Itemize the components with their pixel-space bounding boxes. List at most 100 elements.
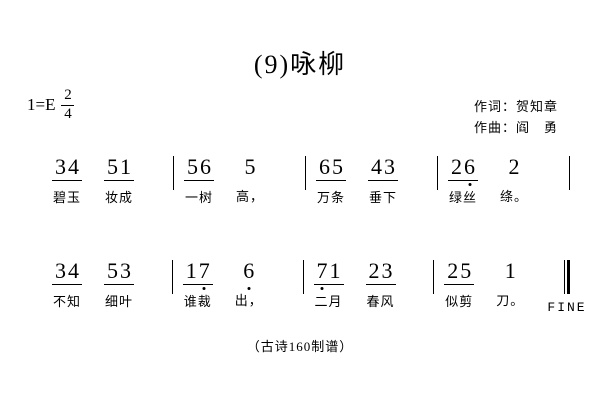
- barline: [433, 260, 435, 294]
- barline: [437, 156, 438, 190]
- barline: [171, 260, 173, 294]
- note-group: 6: [240, 260, 257, 284]
- time-signature: 2 4: [61, 87, 75, 123]
- lyric: 高，: [236, 189, 265, 204]
- lyric: 不知: [52, 294, 81, 309]
- note-digit: 3: [381, 258, 393, 283]
- tonality-label: 1=E: [27, 95, 56, 115]
- note-digit: 5: [107, 258, 118, 283]
- lyric: 万条: [316, 190, 345, 205]
- barline: [302, 260, 304, 294]
- thin-bar: [564, 260, 565, 294]
- lyric: 绦。: [500, 189, 529, 204]
- note-group: 1: [502, 260, 519, 284]
- lyric: 绿丝: [448, 190, 477, 205]
- note-digit: 5: [187, 154, 198, 179]
- fine-label: FINE: [547, 300, 587, 315]
- note-digit: 1: [329, 258, 341, 283]
- note-digit: 1: [185, 258, 197, 283]
- note-digit: 6: [243, 258, 255, 283]
- note-digit: 2: [508, 154, 520, 179]
- credits-block: 作词：贺知章 作曲：阎 勇: [474, 96, 558, 138]
- note-digit: 3: [384, 154, 395, 179]
- lyric: 细叶: [104, 294, 133, 309]
- lyric: 一树: [184, 190, 213, 205]
- song-title: (9)咏柳: [253, 50, 347, 79]
- final-barline: FINE: [547, 260, 585, 315]
- beat: 6 出，: [235, 260, 263, 309]
- note-digit: 1: [120, 154, 131, 179]
- barline: [173, 156, 174, 190]
- note-digit: 2: [447, 258, 459, 283]
- lyric: 碧玉: [52, 190, 81, 205]
- composer-credit: 作曲：阎 勇: [473, 120, 558, 135]
- note-digit: 4: [68, 154, 79, 179]
- note-digit: 3: [55, 154, 66, 179]
- note-group: 5: [242, 156, 259, 180]
- lyric: 出，: [234, 293, 263, 308]
- beat: 2 绦。: [500, 156, 528, 205]
- note-group: 2: [506, 156, 523, 180]
- note-digit: 6: [319, 154, 330, 179]
- note-digit: 6: [464, 154, 475, 179]
- note-digit: 1: [504, 258, 516, 283]
- note-digit: 5: [244, 154, 256, 179]
- thick-bar: [567, 260, 570, 294]
- note-digit: 2: [451, 154, 462, 179]
- beat: 1 刀。: [496, 260, 524, 309]
- note-digit: 2: [368, 258, 380, 283]
- lyricist-credit: 作词：贺知章: [473, 99, 558, 114]
- lyric: 妆成: [104, 190, 133, 205]
- beat: 5 高，: [236, 156, 264, 205]
- fraction-bar: [61, 104, 75, 106]
- meter-numerator: 2: [64, 87, 72, 103]
- note-digit: 7: [316, 258, 328, 283]
- note-digit: 3: [120, 258, 131, 283]
- lyric: 似剪: [445, 294, 474, 309]
- note-digit: 4: [371, 154, 382, 179]
- lyric: 垂下: [368, 190, 397, 205]
- note-digit: 4: [68, 258, 79, 283]
- note-digit: 6: [200, 154, 211, 179]
- footer-note: （古诗160制谱）: [246, 339, 354, 354]
- note-digit: 5: [332, 154, 343, 179]
- lyric: 刀。: [496, 293, 525, 308]
- end-barline: [569, 156, 570, 190]
- lyric: 二月: [314, 294, 343, 309]
- note-digit: 5: [460, 258, 472, 283]
- note-digit: 5: [107, 154, 118, 179]
- lyric: 春风: [366, 294, 395, 309]
